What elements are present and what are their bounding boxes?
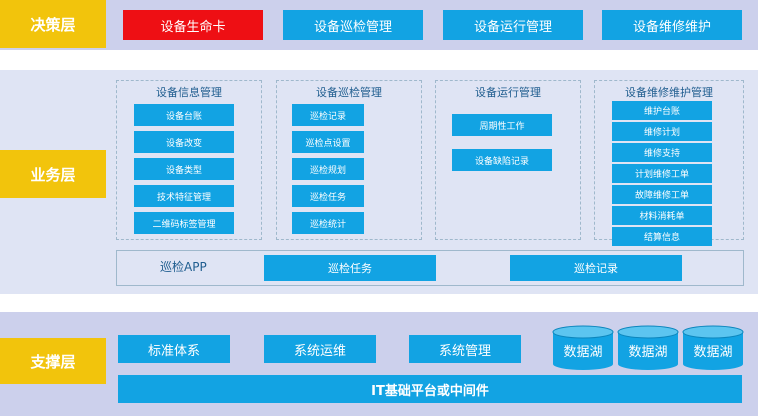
it-base-platform: IT基础平台或中间件 — [118, 375, 742, 403]
maintenance-item: 结算信息 — [612, 227, 712, 246]
inspection-item: 巡检规划 — [292, 158, 364, 180]
maintenance-item: 维修支持 — [612, 143, 712, 162]
inspection-app-row — [116, 250, 744, 286]
panel-title-maintenance: 设备维修维护管理 — [625, 86, 713, 99]
device-info-item: 二维码标签管理 — [134, 212, 234, 234]
support-layer-label: 支撑层 — [0, 338, 106, 384]
panel-title-device-info: 设备信息管理 — [156, 86, 222, 99]
maintenance-item: 维护台账 — [612, 101, 712, 120]
decision-item-lifecycle-card: 设备生命卡 — [123, 10, 263, 40]
panel-device-info — [116, 80, 262, 240]
data-lake-label: 数据湖 — [628, 345, 668, 360]
cylinder-icon — [682, 325, 744, 370]
decision-layer-label: 决策层 — [0, 0, 106, 48]
data-lake-cylinder: 数据湖 — [552, 325, 614, 371]
app-item-records: 巡检记录 — [510, 255, 682, 281]
cylinder-icon — [617, 325, 679, 370]
support-item-standards: 标准体系 — [118, 335, 230, 363]
device-info-item: 技术特征管理 — [134, 185, 234, 207]
app-item-tasks: 巡检任务 — [264, 255, 436, 281]
maintenance-item: 故障维修工单 — [612, 185, 712, 204]
inspection-app-label: 巡检APP — [160, 260, 207, 274]
decision-item-inspection-mgmt: 设备巡检管理 — [283, 10, 423, 40]
cylinder-icon — [552, 325, 614, 370]
inspection-item: 巡检点设置 — [292, 131, 364, 153]
operation-item: 周期性工作 — [452, 114, 552, 136]
inspection-item: 巡检统计 — [292, 212, 364, 234]
panel-operation — [435, 80, 581, 240]
decision-item-maintenance: 设备维修维护 — [602, 10, 742, 40]
support-item-sysmgmt: 系统管理 — [409, 335, 521, 363]
data-lake-cylinder: 数据湖 — [682, 325, 744, 371]
inspection-item: 巡检任务 — [292, 185, 364, 207]
decision-item-operation-mgmt: 设备运行管理 — [443, 10, 583, 40]
device-info-item: 设备台账 — [134, 104, 234, 126]
device-info-item: 设备类型 — [134, 158, 234, 180]
inspection-item: 巡检记录 — [292, 104, 364, 126]
support-item-ops: 系统运维 — [264, 335, 376, 363]
maintenance-item: 材料消耗单 — [612, 206, 712, 225]
data-lake-label: 数据湖 — [693, 345, 733, 360]
business-layer-label: 业务层 — [0, 150, 106, 198]
operation-item: 设备缺陷记录 — [452, 149, 552, 171]
device-info-item: 设备改变 — [134, 131, 234, 153]
maintenance-item: 计划维修工单 — [612, 164, 712, 183]
maintenance-item: 维修计划 — [612, 122, 712, 141]
panel-title-inspection: 设备巡检管理 — [316, 86, 382, 99]
data-lake-label: 数据湖 — [563, 345, 603, 360]
panel-inspection — [276, 80, 422, 240]
panel-title-operation: 设备运行管理 — [475, 86, 541, 99]
data-lake-cylinder: 数据湖 — [617, 325, 679, 371]
